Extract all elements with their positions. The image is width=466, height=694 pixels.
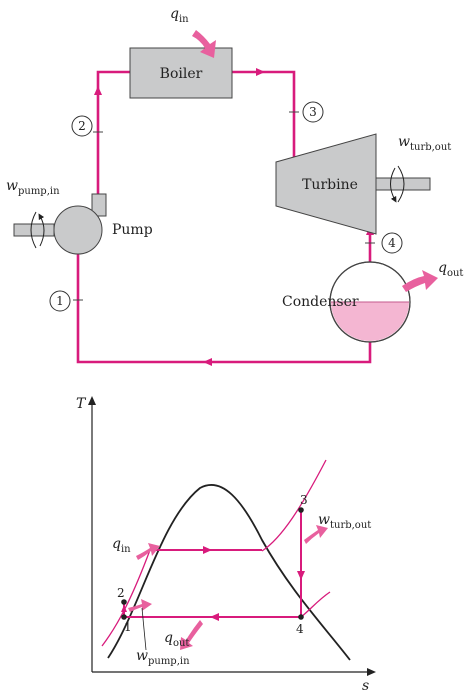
condenser: Condenser (282, 261, 411, 343)
ts-process-lines (123, 510, 302, 618)
w-pump-in-leader (141, 607, 147, 651)
q-in-heat-arrow (192, 30, 216, 58)
state-marker-4: 4 (381, 232, 403, 254)
pipe-condenser-to-pump (76, 250, 372, 364)
ts-q-in-arrow (136, 543, 160, 560)
ts-w-pump-in-label: wpump,in (136, 648, 190, 667)
condenser-label: Condenser (282, 294, 359, 310)
flow-arrow-up-left (94, 86, 102, 95)
turbine: Turbine (275, 133, 377, 235)
s-axis-arrowhead (367, 668, 376, 676)
q-out-label: qout (438, 260, 463, 279)
ts-state-1: 1 (124, 620, 132, 634)
cycle-schematic: 2 3 4 1 Boiler qin Turbine (6, 6, 463, 366)
ts-w-pump-in-arrow (128, 599, 152, 612)
ts-arrow-left (210, 613, 219, 621)
ts-q-out-label: qout (164, 630, 189, 649)
pipe-pump-to-boiler (96, 70, 130, 196)
boiler: Boiler (129, 47, 233, 99)
svg-text:4: 4 (388, 236, 396, 250)
ts-state-2: 2 (117, 586, 125, 600)
ts-diagram: T s 1 2 3 4 (76, 396, 376, 694)
ts-q-in-label: qin (112, 536, 131, 555)
s-axis-label: s (362, 678, 369, 694)
t-axis-arrowhead (88, 396, 96, 405)
ts-arrow-down (297, 571, 305, 580)
ts-arrow-right (203, 546, 212, 554)
ts-state-3: 3 (300, 493, 308, 507)
state-marker-2: 2 (71, 115, 93, 137)
pump: Pump (53, 193, 153, 255)
ts-state-4: 4 (296, 622, 304, 636)
w-pump-in-label: wpump,in (6, 178, 60, 197)
boiler-label: Boiler (160, 66, 203, 82)
ts-process-arrows (121, 546, 305, 621)
flow-arrow-right-top (256, 68, 265, 76)
ts-axes (91, 400, 372, 673)
ts-arrow-up-pump (121, 605, 127, 612)
ts-w-turb-out-arrow (304, 525, 328, 544)
low-pressure-isobar-vapor (300, 591, 331, 618)
svg-text:3: 3 (309, 105, 317, 119)
high-pressure-isobar-vapor (261, 459, 327, 552)
pump-label: Pump (112, 222, 153, 238)
turbine-label: Turbine (302, 177, 358, 193)
state-marker-1: 1 (49, 290, 71, 312)
q-out-heat-arrow (402, 270, 438, 292)
ts-heat-work-arrows (128, 525, 328, 650)
ts-state-points (121, 507, 304, 620)
ts-q-out-arrow (180, 620, 203, 650)
t-axis-label: T (76, 396, 87, 412)
q-in-label: qin (170, 6, 189, 25)
turbine-shaft (375, 165, 431, 203)
pump-shaft (13, 211, 55, 249)
state-ticks (73, 111, 375, 301)
saturation-dome (107, 484, 351, 661)
svg-text:2: 2 (78, 119, 86, 133)
w-turb-out-label: wturb,out (398, 134, 451, 153)
svg-text:1: 1 (56, 294, 64, 308)
flow-arrow-left-bottom (203, 358, 212, 366)
state-marker-3: 3 (302, 101, 324, 123)
pipe-boiler-to-turbine (232, 70, 296, 160)
ts-w-turb-out-label: wturb,out (318, 512, 371, 531)
